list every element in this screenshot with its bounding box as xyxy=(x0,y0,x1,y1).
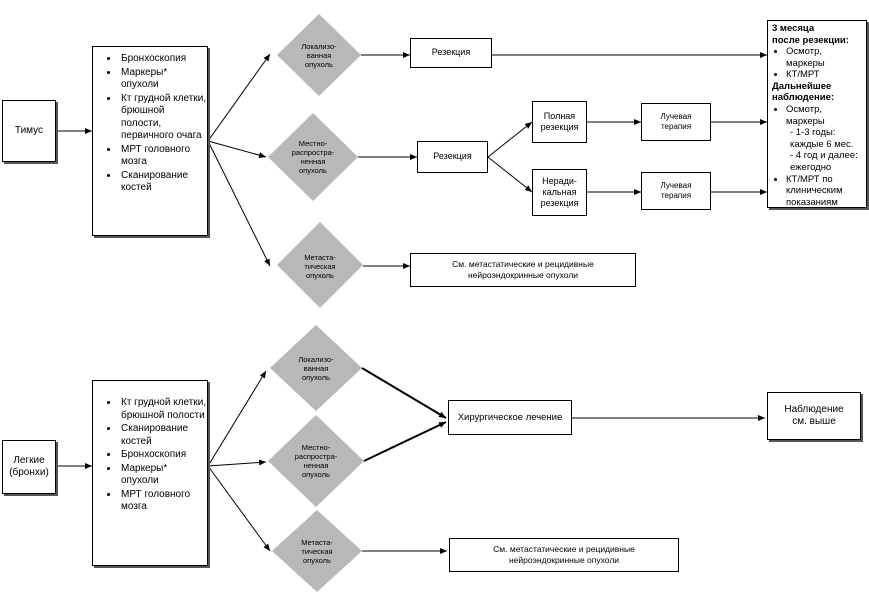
followup-head-2: Дальнейшее наблюдение: xyxy=(772,80,835,104)
diamond-lungs-localized xyxy=(270,325,362,411)
thymus-radiation-2-label: Лучевая терапия xyxy=(660,181,692,200)
edge-resection-to-full xyxy=(487,121,533,158)
thymus-radiation-2: Лучевая терапия xyxy=(641,172,711,210)
edge-lexam-to-advanced xyxy=(207,459,267,467)
thymus-exam-item: Кт грудной клетки, брюшной полости, перв… xyxy=(119,93,207,143)
lungs-metastatic-reference: См. метастатические и рецидивные нейроэн… xyxy=(449,538,679,572)
edge-resection-to-nonradical xyxy=(487,156,533,193)
lungs-exam-item: Сканирование костей xyxy=(119,423,207,448)
lungs-exam-item: Бронхоскопия xyxy=(119,449,207,462)
edge-llocalized-to-surgery xyxy=(361,367,447,419)
thymus-metastatic-reference: См. метастатические и рецидивные нейроэн… xyxy=(410,253,636,287)
thymus-exam-item: Маркеры* опухоли xyxy=(119,67,207,92)
diamond-lungs-locally-advanced xyxy=(268,415,364,507)
thymus-localized-label: Локализо- ванная опухоль xyxy=(301,41,337,69)
thymus-nonradical-resection: Неради- кальная резекция xyxy=(532,169,587,216)
thymus-locally-advanced-label: Местно- распростра- ненная опухоль xyxy=(291,139,335,175)
thymus-resection-1: Резекция xyxy=(410,38,492,68)
followup-box: 3 месяца после резекции: Осмотр, маркеры… xyxy=(767,20,867,208)
edge-exam-to-metastatic xyxy=(207,140,271,267)
followup-item: Осмотр, маркеры xyxy=(786,46,862,69)
edge-ladvanced-to-surgery xyxy=(363,421,447,462)
thymus-radiation-1: Лучевая терапия xyxy=(641,103,711,141)
lungs-exam-item: Маркеры* опухоли xyxy=(119,463,207,488)
edge-lexam-to-metastatic xyxy=(207,465,271,552)
followup-schedule: - 1-3 годы: каждые 6 мес. - 4 год и дале… xyxy=(790,127,858,173)
diamond-thymus-localized xyxy=(277,14,361,96)
diamond-thymus-metastatic xyxy=(277,222,363,308)
thymus-full-resection-label: Полная резекция xyxy=(540,110,579,132)
thymus-exam-item: Бронхоскопия xyxy=(119,53,207,66)
lungs-exam-list: Кт грудной клетки, брюшной полости Скани… xyxy=(92,380,208,566)
lungs-exam-item: Кт грудной клетки, брюшной полости xyxy=(119,397,207,422)
lungs-observation-label: Наблюдение см. выше xyxy=(784,403,844,428)
thymus-resection-2: Резекция xyxy=(417,141,488,173)
lungs-metastatic-reference-label: См. метастатические и рецидивные нейроэн… xyxy=(493,544,635,565)
thymus-exam-list: Бронхоскопия Маркеры* опухоли Кт грудной… xyxy=(92,46,208,236)
thymus-exam-item: Сканирование костей xyxy=(119,170,207,195)
thymus-full-resection: Полная резекция xyxy=(532,101,587,143)
followup-item: КТ/МРТ по клиническим показаниям xyxy=(786,174,862,209)
lungs-surgery-label: Хирургическое лечение xyxy=(457,411,563,423)
lungs-locally-advanced-label: Местно- распростра- ненная опухоль xyxy=(294,443,338,479)
thymus-radiation-1-label: Лучевая терапия xyxy=(660,112,692,131)
thymus-metastatic-label: Метаста- тическая опухоль xyxy=(304,252,336,280)
lungs-exam-item: МРТ головного мозга xyxy=(119,489,207,514)
lungs-surgery: Хирургическое лечение xyxy=(448,400,572,435)
node-lungs-label: Легкие (бронхи) xyxy=(9,454,49,479)
lungs-observation: Наблюдение см. выше xyxy=(767,392,861,440)
thymus-resection-2-label: Резекция xyxy=(433,151,472,162)
followup-item: КТ/МРТ xyxy=(786,69,862,81)
node-lungs: Легкие (бронхи) xyxy=(2,440,56,494)
thymus-metastatic-reference-label: См. метастатические и рецидивные нейроэн… xyxy=(452,259,594,280)
thymus-exam-item: МРТ головного мозга xyxy=(119,144,207,169)
followup-item: Осмотр, маркеры xyxy=(786,104,862,127)
node-thymus: Тимус xyxy=(2,100,56,162)
lungs-localized-label: Локализо- ванная опухоль xyxy=(298,354,334,382)
thymus-nonradical-resection-label: Неради- кальная резекция xyxy=(540,175,579,209)
thymus-resection-1-label: Резекция xyxy=(431,47,471,58)
diamond-lungs-metastatic xyxy=(272,510,362,592)
followup-head-1: 3 месяца после резекции: xyxy=(772,23,849,46)
edge-exam-to-advanced xyxy=(207,140,267,159)
lungs-metastatic-label: Метаста- тическая опухоль xyxy=(301,537,333,565)
node-thymus-label: Тимус xyxy=(14,124,44,136)
edge-exam-to-localized xyxy=(207,53,271,142)
edge-lexam-to-localized xyxy=(207,370,267,467)
diamond-thymus-locally-advanced xyxy=(268,113,358,201)
